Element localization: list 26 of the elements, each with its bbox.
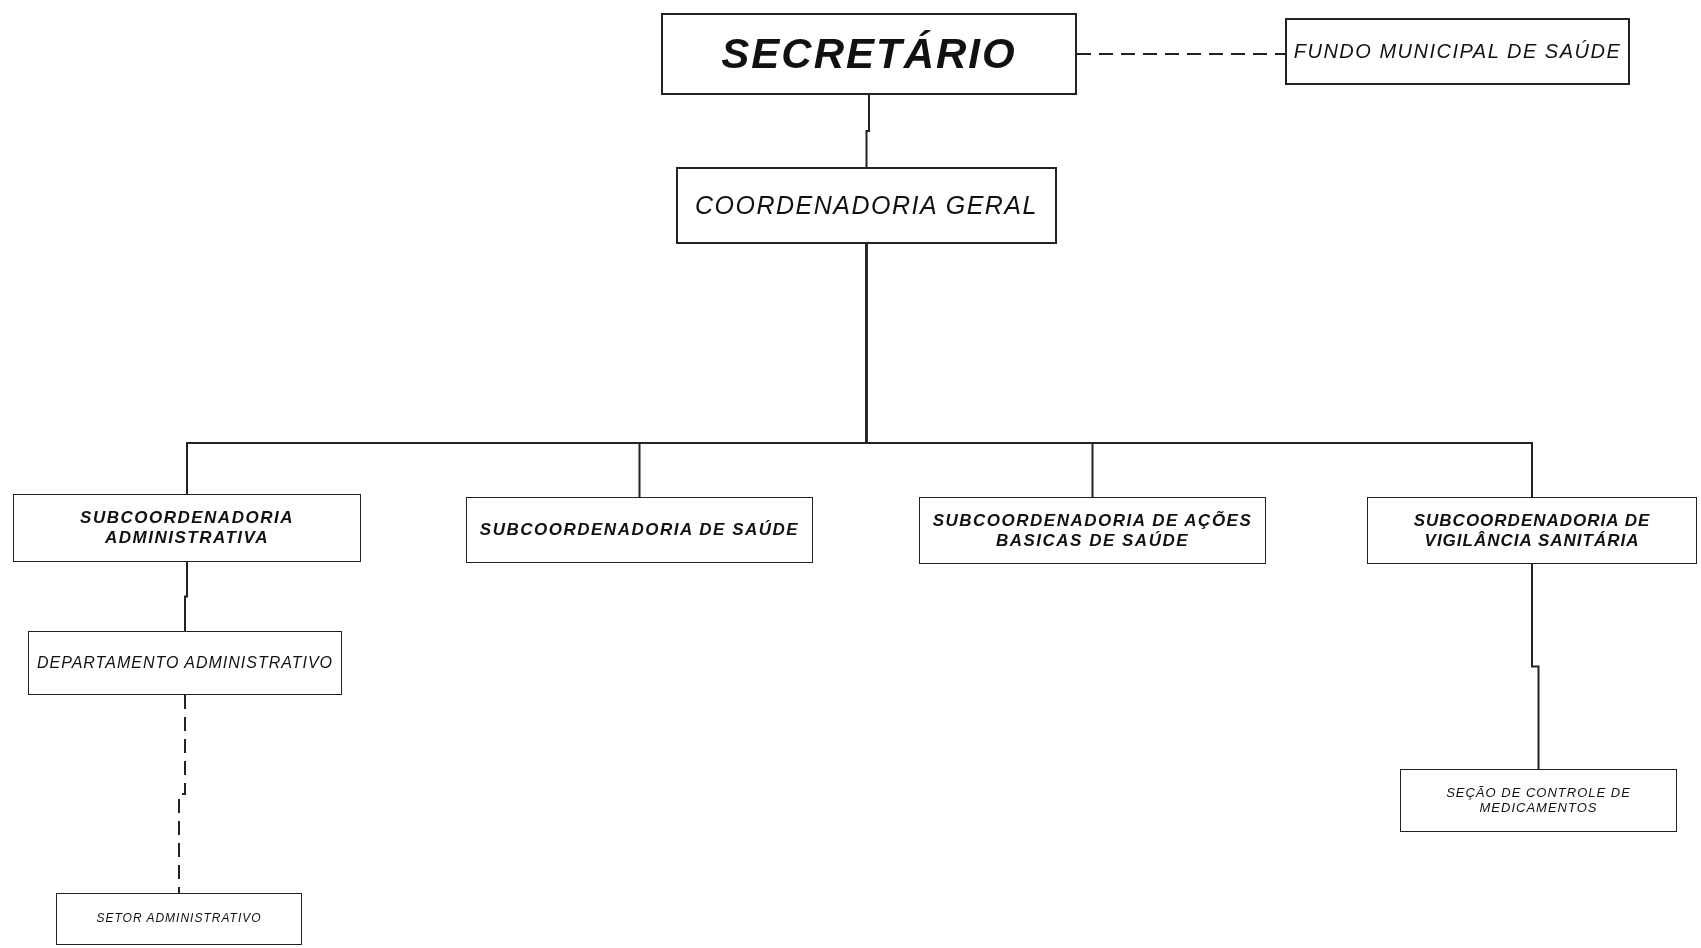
org-unit-box xyxy=(28,631,342,695)
org-unit-box xyxy=(1367,497,1697,564)
unit-name: FUNDO MUNICIPAL DE SAÚDE xyxy=(1293,40,1622,63)
unit-name: SUBCOORDENADORIA DE AÇÕES BASICAS DE SAÚDE xyxy=(931,510,1254,551)
unit-name: DEPARTAMENTO ADMINISTRATIVO xyxy=(36,653,334,673)
unit-name: SECRETÁRIO xyxy=(721,29,1017,79)
org-unit-box xyxy=(676,167,1057,244)
org-unit-box xyxy=(56,893,302,945)
unit-name: COORDENADORIA GERAL xyxy=(695,191,1038,220)
org-unit-box xyxy=(1400,769,1677,832)
connector-line xyxy=(865,243,1533,498)
connector-line xyxy=(184,561,188,632)
org-unit-box xyxy=(13,494,361,562)
org-unit-box xyxy=(919,497,1266,564)
connector-line xyxy=(178,694,186,894)
unit-name: SETOR ADMINISTRATIVO xyxy=(96,912,262,926)
connector-line xyxy=(865,94,870,168)
connector-line xyxy=(1076,53,1286,55)
connector-line xyxy=(1531,563,1540,770)
unit-name: SUBCOORDENADORIA ADMINISTRATIVA xyxy=(79,508,295,548)
unit-name: SUBCOORDENADORIA DE SAÚDE xyxy=(479,520,800,540)
unit-name: SEÇÃO DE CONTROLE DE MEDICAMENTOS xyxy=(1445,785,1632,816)
unit-name: SUBCOORDENADORIA DE VIGILÂNCIA SANITÁRIA xyxy=(1412,510,1652,551)
org-unit-box xyxy=(1285,18,1630,85)
org-unit-box xyxy=(661,13,1077,95)
org-unit-box xyxy=(466,497,813,563)
